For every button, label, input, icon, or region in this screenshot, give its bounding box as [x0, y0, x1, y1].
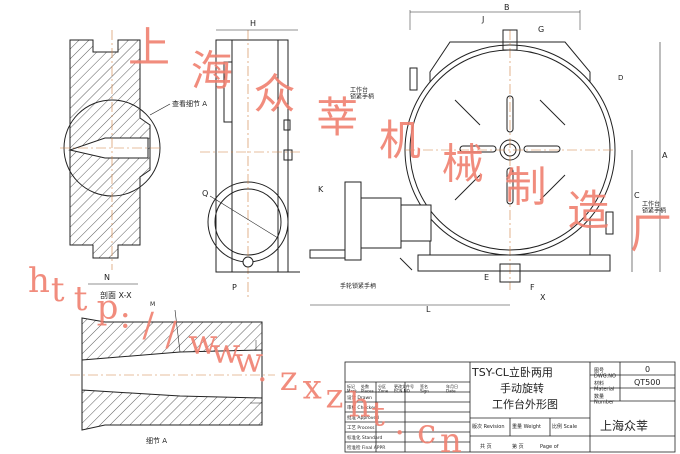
dim-e-label: E — [484, 273, 489, 282]
watermark-url-char-15: t — [371, 394, 385, 434]
material-value: QT500 — [634, 378, 660, 387]
table-lock-handle-right — [605, 211, 614, 235]
dim-h-label: H — [250, 19, 256, 28]
watermark-url-char-10: . — [257, 350, 268, 390]
watermark-url-char-6: / — [165, 314, 177, 354]
title-block-row-0: 设计 Drawn — [347, 394, 372, 401]
front-view — [404, 10, 661, 290]
watermark-char-2: 众 — [254, 70, 296, 119]
side-view — [200, 29, 300, 300]
watermark-url-char-13: z — [326, 377, 344, 417]
handwheel-assembly — [309, 181, 432, 271]
watermark-char-7: 造 — [567, 186, 609, 235]
title-block-row-3: 工艺 Process — [347, 425, 375, 431]
title-block-rows: 设计 Drawn 审核 Checked 批准 Approved 工艺 Process 标… — [347, 394, 385, 451]
title-block-row-5: 检准检 Final APPR — [347, 444, 385, 451]
title-block-row-2: 批准 Approved — [347, 414, 379, 421]
dim-l-label: L — [426, 305, 431, 314]
company-name: 上海众莘 — [600, 418, 648, 433]
watermark-url-char-16: . — [394, 403, 405, 443]
watermark-char-8: 厂 — [630, 209, 672, 258]
dim-n-label: N — [104, 273, 110, 282]
watermark-company: 上海众莘机械制造厂 — [128, 23, 672, 258]
handwheel-lock-handle-label: 手轮锁紧手柄 — [340, 282, 376, 290]
watermark-url-char-9: w — [234, 341, 263, 381]
dim-a-label: A — [662, 151, 668, 160]
table-lock-handle-top — [409, 67, 418, 91]
watermark-char-0: 上 — [128, 23, 170, 72]
watermark-url-char-5: / — [142, 305, 154, 345]
watermark-url-char-12: x — [303, 368, 322, 408]
watermark-url-char-2: t — [74, 279, 88, 319]
section-xx-label: 剖面 X-X — [100, 290, 132, 300]
watermark-url-char-3: p — [97, 288, 119, 328]
dim-j-label: J — [481, 15, 484, 24]
table-lock-handle-right-label: 工作台锁紧手柄 — [642, 200, 666, 215]
watermark-url-char-17: c — [417, 412, 436, 452]
sheet-total-label: 共 页 — [480, 443, 492, 450]
page-of-label: Page of — [540, 444, 559, 450]
weight-label: 重量 Weight — [512, 423, 541, 430]
sheet-number-label: 第 页 — [512, 443, 524, 450]
detail-a-label: 细节 A — [146, 436, 167, 445]
table-lock-handle-top-label: 工作台锁紧手柄 — [350, 86, 374, 101]
dim-k-label: K — [318, 185, 324, 194]
watermark-url-char-0: h — [28, 261, 50, 301]
dim-x-label: X — [540, 293, 546, 302]
watermark-url-char-11: z — [280, 359, 298, 399]
title-line3: 工作台外形图 — [492, 397, 558, 411]
watermark-url-char-7: w — [188, 323, 217, 363]
watermark-url-char-14: h — [348, 385, 370, 425]
title-block-row-1: 审核 Checked — [347, 404, 377, 411]
watermark-char-3: 莘 — [316, 93, 358, 142]
title-block — [344, 361, 676, 453]
dim-d-label: D — [618, 74, 623, 82]
dim-g-label: G — [538, 25, 544, 34]
watermark-url-char-18: n — [440, 421, 462, 454]
view-detail-a-label: 查看细节 A — [172, 99, 207, 108]
watermark-url-char-8: w — [211, 332, 240, 372]
section-xx-view — [60, 30, 171, 270]
watermark-url-char-1: t — [51, 270, 65, 310]
title-line1: TSY-CL立卧两用 — [471, 365, 553, 379]
dim-q-label: Q — [202, 189, 208, 198]
watermark-char-6: 制 — [505, 163, 547, 212]
detail-a-view — [70, 309, 275, 431]
dim-b-label: B — [504, 3, 510, 12]
drawing-no-value: 0 — [645, 365, 650, 374]
watermark-char-1: 海 — [191, 46, 233, 95]
title-line2: 手动旋转 — [500, 381, 544, 395]
dim-c-label: C — [634, 191, 640, 200]
watermark-url-char-4: : — [120, 297, 131, 337]
scale-label: 比例 Scale — [552, 423, 577, 430]
dim-m-label: M — [150, 301, 155, 308]
dim-f-label: F — [530, 283, 535, 292]
dim-p-label: P — [232, 283, 237, 292]
watermark-char-4: 机 — [379, 116, 421, 165]
watermark-char-5: 械 — [442, 139, 484, 188]
title-block-row-4: 标准化 Standard — [347, 434, 383, 441]
revision-label: 版次 Revision — [472, 423, 505, 430]
